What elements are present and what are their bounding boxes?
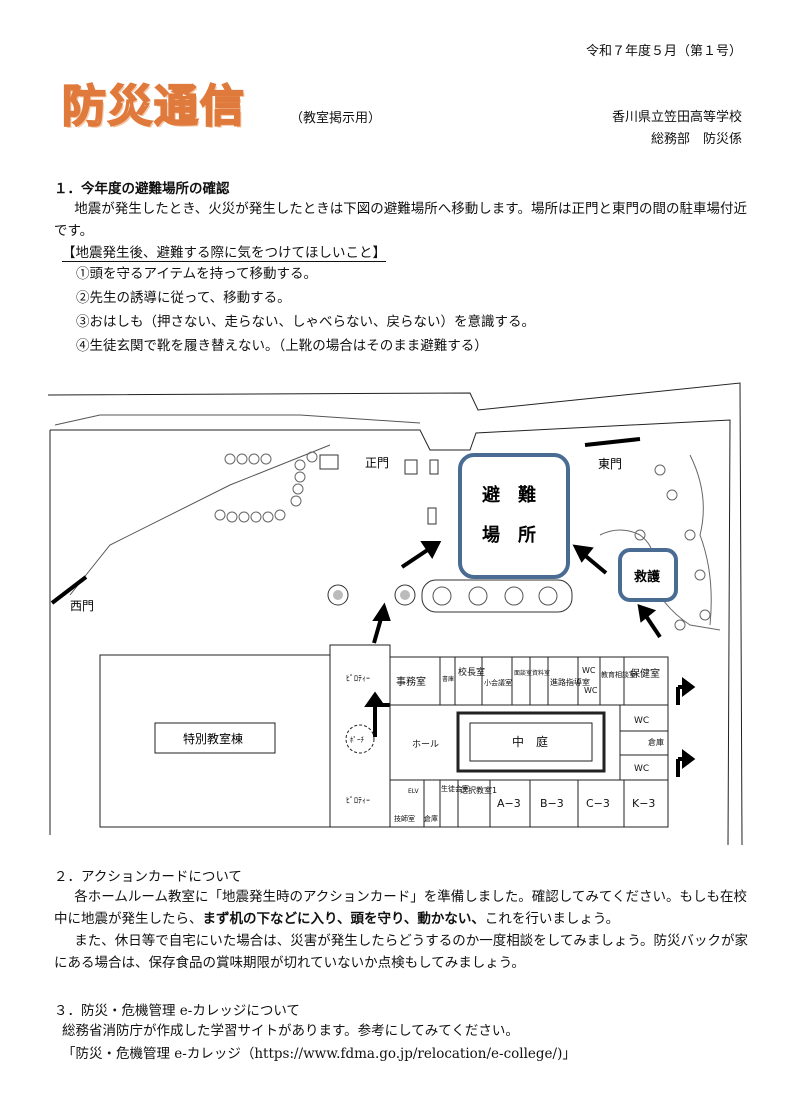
room-student-council: 生徒会室 [441, 784, 469, 793]
room-career: 進路指導室 [550, 677, 590, 687]
section1-list: ①頭を守るアイテムを持って移動する。 ②先生の誘導に従って、移動する。 ③おはし… [76, 262, 535, 358]
rescue-area [618, 548, 678, 602]
section3-body: 総務省消防庁が作成した学習サイトがあります。参考にしてみてください。 [62, 1023, 519, 1039]
section2-text-a: 各ホームルーム教室に「地震発生時のアクションカード」を準備しました。確認してみて… [54, 889, 747, 927]
special-building-label: 特別教室棟 [183, 731, 243, 746]
room-storage-2: 倉庫 [424, 814, 438, 823]
room-wc-2: WC [584, 686, 598, 695]
campus-map: 正門 東門 西門 避 難 場 所 救護 [47, 382, 743, 846]
list-item: ②先生の誘導に従って、移動する。 [76, 290, 291, 306]
porch-label: ﾎﾟｰﾁ [350, 736, 364, 744]
room-wc-3: WC [634, 716, 649, 726]
newsletter-subtitle: （教室掲示用） [290, 111, 382, 126]
list-item: ④生徒玄関で靴を履き替えない。（上靴の場合はそのまま避難する） [76, 338, 488, 354]
section2-heading: ２．アクションカードについて [54, 869, 242, 885]
room-a3: A−3 [497, 797, 521, 810]
room-library: 書庫 [442, 675, 454, 683]
e-college-link[interactable]: 「防災・危機管理 e-カレッジ（https://www.fdma.go.jp/r… [62, 1046, 576, 1062]
room-elv: ELV [408, 788, 419, 795]
rescue-label: 救護 [634, 569, 661, 585]
department: 総務部 防災係 [650, 132, 742, 147]
section2-paragraph-1: 各ホームルーム教室に「地震発生時のアクションカード」を準備しました。確認してみて… [54, 886, 754, 930]
pilotis-bottom-label: ﾋﾟﾛﾃｨｰ [346, 796, 370, 805]
section3-heading: ３．防災・危機管理 e-カレッジについて [54, 1003, 300, 1019]
room-c3: C−3 [586, 797, 610, 810]
room-k3: K−3 [632, 797, 655, 810]
courtyard-label: 中 庭 [512, 734, 548, 749]
room-office: 事務室 [396, 675, 426, 688]
evacuation-label-1: 避 難 [482, 484, 536, 506]
school-name: 香川県立笠田高等学校 [611, 110, 742, 125]
room-health: 保健室 [630, 667, 660, 680]
room-elective: 選択教室1 [460, 785, 497, 795]
list-item: ①頭を守るアイテムを持って移動する。 [76, 266, 317, 282]
issue-number: 令和７年度５月（第１号） [585, 44, 742, 59]
newsletter-title: 防災通信 [61, 80, 246, 133]
section2-paragraph-2: また、休日等で自宅にいた場合は、災害が発生したらどうするのか一度相談をしてみまし… [54, 933, 749, 971]
room-b3: B−3 [540, 797, 564, 810]
room-tech: 技師室 [394, 814, 415, 823]
evacuation-label-2: 場 所 [482, 525, 536, 546]
main-gate-label: 正門 [365, 456, 389, 470]
evacuation-area [458, 453, 570, 579]
room-interview: 面談室 [514, 669, 532, 677]
section2-emphasis: まず机の下などに入り、頭を守り、動かない、 [202, 911, 485, 927]
east-gate-label: 東門 [598, 457, 622, 471]
room-principal: 校長室 [458, 666, 485, 678]
section1-note-heading: 【地震発生後、避難する際に気をつけてほしいこと】 [62, 245, 386, 261]
pilotis-top-label: ﾋﾟﾛﾃｨｰ [346, 674, 370, 683]
room-storage: 倉庫 [648, 737, 664, 747]
room-wc-1: WC [582, 666, 596, 675]
section1-heading: １．今年度の避難場所の確認 [54, 181, 230, 197]
section2-text-b: これを行いましょう。 [484, 911, 620, 927]
room-wc-4: WC [634, 764, 649, 774]
school-info: 香川県立笠田高等学校 総務部 防災係 [612, 107, 742, 151]
room-small-meeting: 小会議室 [484, 678, 512, 687]
list-item: ③おはしも（押さない、走らない、しゃべらない、戻らない）を意識する。 [76, 314, 535, 330]
room-teacher-consult: 教育相談室 [601, 670, 636, 679]
section1-body: 地震が発生したとき、火災が発生したときは下図の避難場所へ移動します。場所は正門と… [54, 201, 747, 239]
hall-label: ホール [412, 739, 439, 750]
west-gate-label: 西門 [70, 599, 94, 613]
room-materials: 資料室 [532, 669, 550, 677]
